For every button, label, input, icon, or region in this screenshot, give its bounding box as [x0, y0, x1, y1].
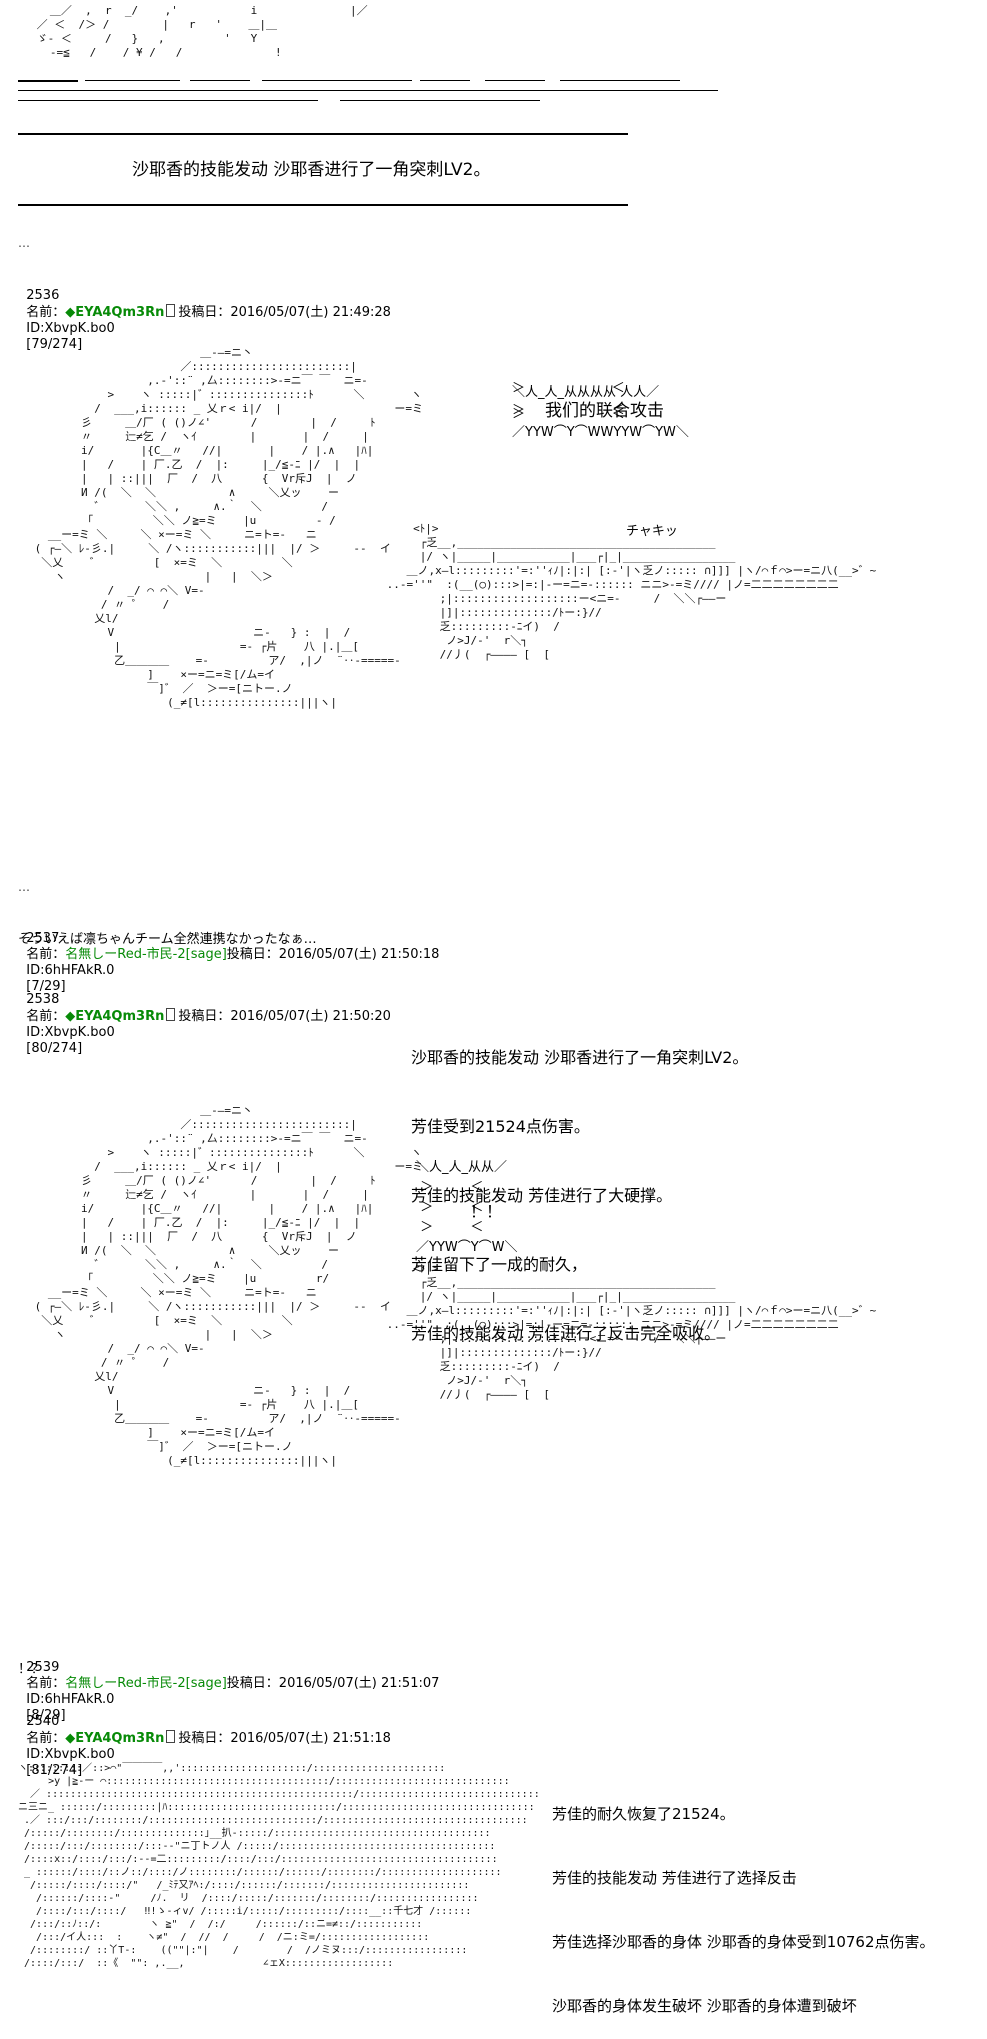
post-header: 2537 名前：名無しーRed-市民-2[sage]投稿日：2016/05/07…	[18, 915, 439, 995]
divider-line	[190, 80, 250, 81]
separator-bar-top	[18, 133, 628, 135]
poster-name: ◆EYA4Qm3Rn	[65, 1731, 165, 1746]
ascii-art-battle-1: ＿-―=ニ丶 ／::::::::::::::::::::::::| ,.-'::…	[34, 346, 423, 709]
post-date: 2016/05/07(土) 21:50:20	[230, 1009, 391, 1024]
divider-line	[420, 80, 470, 81]
poster-name: ◆EYA4Qm3Rn	[65, 1009, 165, 1024]
bubble-text-attack: 我们的联合攻击	[545, 401, 664, 421]
bubble-border-bottom: ＞ ＜ ＞ ＜ ／YYW⌒Y⌒WWYYW⌒YW＼	[512, 381, 689, 440]
bubble-border: ＼人_人_从从从从 人人／ ＞ ＜	[512, 385, 660, 422]
narration-line: 芳佳受到21524点伤害。	[411, 1117, 590, 1136]
post-count: [79/274]	[26, 337, 83, 352]
name-label: 名前：	[26, 947, 66, 962]
narration-line: 芳佳的技能发动 芳佳进行了反击完全吸收。	[411, 1324, 721, 1343]
ascii-art-gun-2: <ﾄ|> ┌乏__,______________________________…	[386, 1262, 877, 1401]
box-icon	[166, 304, 176, 317]
ascii-art-top: ＿／ , r _/ ,' i |／ ／ ＜ /＞ / | r ' ＿|＿ ゞ- …	[36, 4, 368, 59]
box-icon	[166, 1008, 176, 1021]
post-body: そういえば凛ちゃんチーム全然連携なかったなぁ…	[18, 932, 317, 947]
name-label: 名前：	[26, 1731, 66, 1746]
post-header: 2538 名前：◆EYA4Qm3Rn 投稿日：2016/05/07(土) 21:5…	[18, 976, 391, 1057]
post-date: 2016/05/07(土) 21:50:18	[278, 947, 440, 962]
poster-id[interactable]: ID:XbvpK.bo0	[26, 321, 115, 336]
post-date-label: 投稿日：	[226, 947, 279, 962]
name-label: 名前：	[26, 1676, 66, 1691]
divider-line	[18, 90, 718, 91]
post-header: 2539 名前：名無しーRed-市民-2[sage]投稿日：2016/05/07…	[18, 1644, 439, 1724]
post-count: [81/274]	[26, 1763, 83, 1778]
poster-id[interactable]: ID:XbvpK.bo0	[26, 1025, 115, 1040]
separator-bar-bottom	[18, 204, 628, 206]
post-date: 2016/05/07(土) 21:49:28	[230, 305, 391, 320]
divider-line	[485, 80, 545, 81]
divider-line	[18, 80, 78, 82]
post-body: ！？	[18, 1662, 45, 1677]
divider-line	[560, 80, 680, 81]
post-header: 2540 名前：◆EYA4Qm3Rn 投稿日：2016/05/07(土) 21:5…	[18, 1698, 391, 1779]
narration-block: 芳佳的耐久恢复了21524。 芳佳的技能发动 芳佳进行了选择反击 芳佳选择沙耶香…	[552, 1762, 935, 2039]
name-label: 名前：	[26, 1009, 66, 1024]
narration-line: 芳佳留下了一成的耐久，	[411, 1255, 588, 1274]
ascii-art-gun-1: <ﾄ|> ┌乏__,______________________________…	[386, 522, 877, 661]
narration-line: 芳佳的耐久恢复了21524。	[552, 1805, 735, 1823]
narration-block: 沙耶香的技能发动 沙耶香进行了一角突刺LV2。 芳佳受到21524点伤害。 芳佳…	[411, 1000, 748, 1368]
post-date: 2016/05/07(土) 21:51:07	[278, 1676, 440, 1691]
poster-id[interactable]: ID:6hHFAkR.0	[26, 963, 115, 978]
box-icon	[166, 1730, 176, 1743]
ascii-art-battle-2: ＿-―=ニ丶 ／::::::::::::::::::::::::| ,.-'::…	[34, 1104, 423, 1467]
post-date-label: 投稿日：	[178, 305, 231, 320]
post-number[interactable]: 2540	[26, 1714, 60, 1729]
post-date-label: 投稿日：	[178, 1009, 231, 1024]
divider-line	[340, 100, 540, 101]
divider-line	[85, 80, 180, 81]
sage-tag: [sage]	[185, 947, 227, 962]
narration-top: 沙耶香的技能发动 沙耶香进行了一角突刺LV2。	[132, 160, 491, 180]
post-count: [7/29]	[26, 979, 66, 994]
ascii-art-closeup: ヽ:::::::::／::>⌒"￣￣￣￣,,':::::::::::::::::…	[18, 1763, 540, 1969]
poster-name: 名無しーRed-市民-2	[65, 1676, 186, 1691]
divider-line	[18, 100, 318, 101]
post-date-label: 投稿日：	[178, 1731, 231, 1746]
post-number[interactable]: 2536	[26, 288, 60, 303]
post-count: [80/274]	[26, 1041, 83, 1056]
post-number[interactable]: 2539	[26, 1660, 60, 1675]
post-count: [8/29]	[26, 1708, 66, 1723]
speech-bubble-exclaim: ＼人_人_从从／ ＞ ＜ ＞ ＜ ＞ ＜ ／YYW⌒Y⌒W＼	[416, 1160, 518, 1255]
post-date-label: 投稿日：	[226, 1676, 279, 1691]
post-date: 2016/05/07(土) 21:51:18	[230, 1731, 391, 1746]
poster-name: 名無しーRed-市民-2	[65, 947, 186, 962]
narration-line: 芳佳选择沙耶香的身体 沙耶香的身体受到10762点伤害。	[552, 1933, 935, 1951]
post-header: 2536 名前：◆EYA4Qm3Rn 投稿日：2016/05/07(土) 21:4…	[18, 272, 391, 353]
separator-dots: …	[18, 880, 30, 894]
narration-line: 沙耶香的技能发动 沙耶香进行了一角突刺LV2。	[411, 1048, 749, 1067]
poster-name: ◆EYA4Qm3Rn	[65, 305, 165, 320]
narration-line: 芳佳的技能发动 芳佳进行了大硬撑。	[411, 1186, 673, 1205]
name-label: 名前：	[26, 305, 66, 320]
narration-line: 沙耶香的身体发生破坏 沙耶香的身体遭到破坏	[552, 1997, 857, 2015]
post-number[interactable]: 2537	[26, 931, 60, 946]
separator-dots: …	[18, 236, 30, 250]
sfx-chakin: チャキッ	[626, 524, 678, 539]
post-number[interactable]: 2538	[26, 992, 60, 1007]
bubble-text-exclaim: ！！	[470, 1202, 503, 1221]
sage-tag: [sage]	[185, 1676, 227, 1691]
narration-line: 芳佳的技能发动 芳佳进行了选择反击	[552, 1869, 797, 1887]
poster-id[interactable]: ID:XbvpK.bo0	[26, 1747, 115, 1762]
divider-line	[262, 80, 412, 81]
poster-id[interactable]: ID:6hHFAkR.0	[26, 1692, 115, 1707]
speech-bubble: ＼人_人_从从从从 人人／ ＞ ＜	[512, 360, 659, 426]
